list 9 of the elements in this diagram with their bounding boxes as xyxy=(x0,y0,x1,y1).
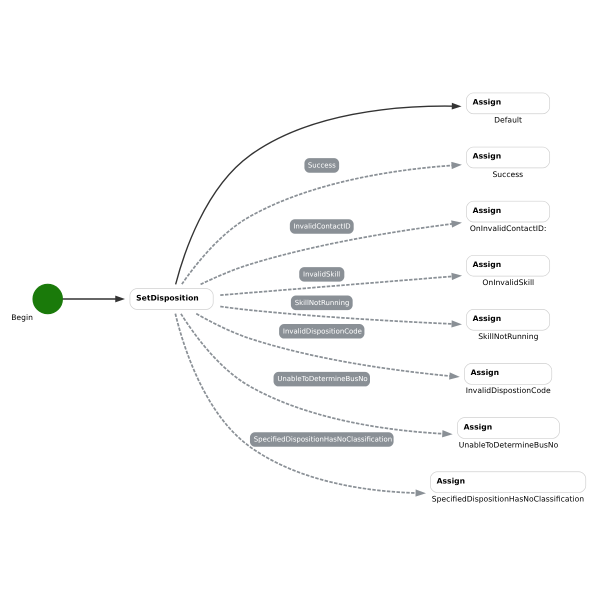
arrow xyxy=(62,295,125,302)
arrow xyxy=(174,102,462,284)
node-circle xyxy=(32,283,63,314)
arrow xyxy=(220,272,462,296)
arrow xyxy=(196,312,460,380)
arrow xyxy=(220,305,462,328)
arrow xyxy=(180,312,453,437)
arrow xyxy=(181,161,462,284)
arrow xyxy=(174,312,426,496)
